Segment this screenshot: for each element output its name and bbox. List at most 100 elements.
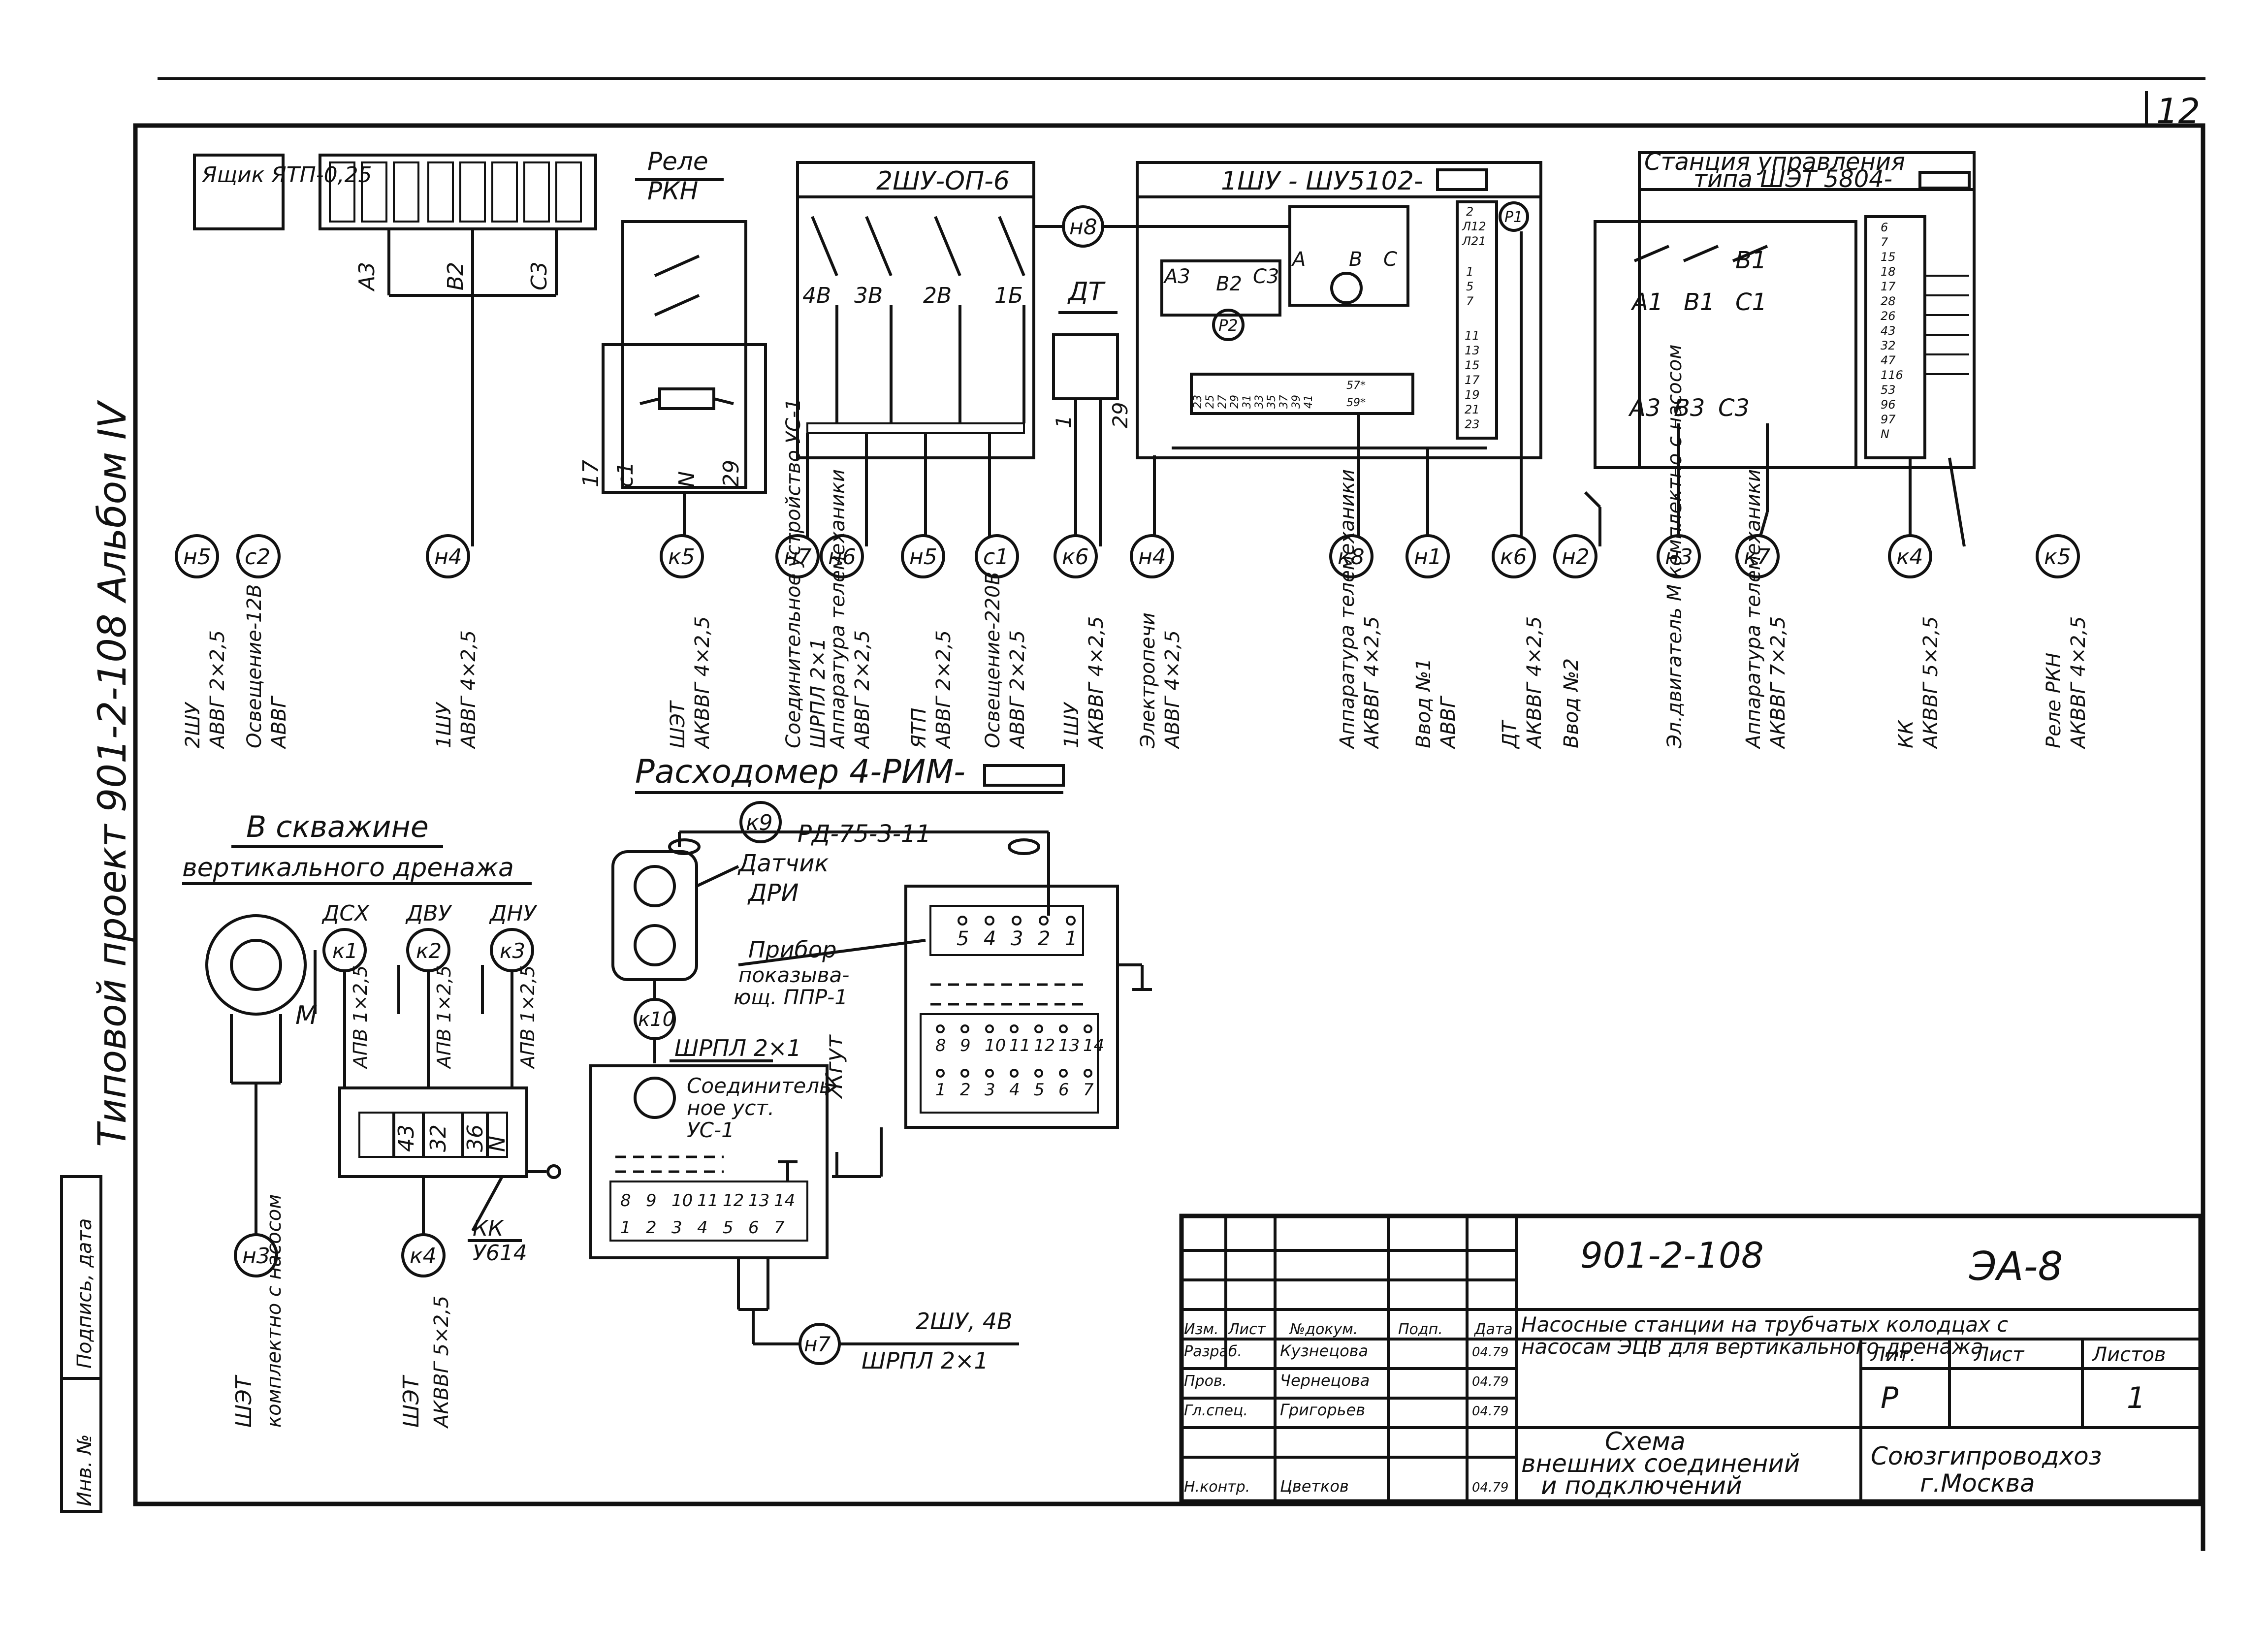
shu1-t-3: 1 — [1466, 265, 1473, 279]
device-row1-terminal: 10 — [985, 1036, 1006, 1055]
cable-tag: к6 — [1062, 544, 1089, 570]
tb-drawing-2: внешних соединений — [1521, 1449, 1800, 1478]
cable-line1: КК — [1895, 720, 1917, 748]
tb-date: 04.79 — [1472, 1404, 1508, 1419]
tag-n8: н8 — [1062, 205, 1290, 248]
connector-label-2: ное уст. — [687, 1096, 774, 1120]
sensor-label-2: ДРИ — [747, 879, 799, 907]
n7-line2: ШРПЛ 2×1 — [862, 1347, 989, 1374]
sensor-label-1: Датчик — [737, 850, 829, 877]
sensor-cable: АПВ 1×2,5 — [350, 965, 371, 1070]
box-station: Станция управления типа ШЭТ 5804- А1 В1 … — [1584, 148, 1976, 547]
device-terminal: 2 — [1038, 927, 1050, 950]
tb-col-0: Изм. — [1184, 1321, 1219, 1338]
tb-name: Чернецова — [1280, 1371, 1370, 1390]
sensor-cable: АПВ 1×2,5 — [433, 965, 455, 1070]
cable-tag: с1 — [983, 544, 1009, 570]
connector-row1-terminal: 14 — [774, 1191, 795, 1211]
station-c1: С1 — [1735, 288, 1767, 316]
side-title: Типовой проект 901-2-108 Альбом IV — [91, 400, 135, 1147]
shu1-label-p1: Р1 — [1504, 209, 1523, 226]
yashchik-phase-a3: А3 — [354, 262, 380, 292]
cable-line2: комплектно с насосом — [263, 1194, 286, 1428]
cable-tag: к4 — [1896, 544, 1923, 570]
shu1-title: 1ШУ - ШУ5102- — [1221, 166, 1423, 196]
station-terminal: 43 — [1881, 324, 1896, 338]
cable-line2: АКВВГ 4×2,5 — [691, 616, 714, 750]
cable-line2: АКВВГ 4×2,5 — [2067, 616, 2090, 750]
tb-stage: Р — [1881, 1381, 1899, 1415]
shu1-t-7: 13 — [1465, 344, 1480, 357]
station-a1: А1 — [1630, 288, 1663, 316]
box-2shu: 2ШУ-ОП-6 4В 3В 2В 1Б — [796, 161, 1063, 546]
rele-terminal-29: 29 — [719, 460, 744, 487]
shu1-t-1: Л12 — [1462, 220, 1486, 233]
cable-line1: Ввод №2 — [1560, 658, 1583, 748]
tb-date: 04.79 — [1472, 1480, 1508, 1495]
cable-line2: АВВГ — [268, 696, 290, 750]
tb-role: Разраб. — [1184, 1343, 1242, 1360]
shu1-bottom-7: 37 — [1278, 395, 1290, 409]
station-terminal: 17 — [1881, 280, 1896, 293]
connector-label-3: УС-1 — [687, 1118, 735, 1142]
side-stamp: Инв. № Подпись, дата — [60, 1175, 102, 1513]
device-row2-terminal: 4 — [1009, 1080, 1020, 1100]
device-terminal: 3 — [1011, 927, 1023, 950]
device-row2-terminal: 5 — [1034, 1080, 1045, 1100]
kk-label-2: У614 — [473, 1241, 527, 1266]
tb-date: 04.79 — [1472, 1345, 1508, 1360]
sensor-name: ДНУ — [489, 901, 538, 926]
cable-line1: 1ШУ — [1060, 702, 1083, 748]
cable-tag: н2 — [1562, 544, 1590, 570]
sensor-cable: АПВ 1×2,5 — [517, 965, 539, 1070]
connector-row2-terminal: 4 — [697, 1218, 708, 1238]
rele-terminal-c1: с1 — [613, 462, 638, 487]
device-row1-terminal: 9 — [960, 1036, 971, 1055]
cable-line1: Электропечи — [1137, 612, 1159, 749]
well-term-n: N — [485, 1136, 510, 1152]
shu1-label-a: А — [1291, 248, 1306, 271]
n7-line1: 2ШУ, 4В — [916, 1308, 1013, 1335]
station-terminal: 32 — [1881, 339, 1896, 352]
shu1-t-12: 23 — [1465, 417, 1480, 431]
shu1-bottom-3: 29 — [1229, 395, 1241, 409]
cable-tag: к4 — [410, 1244, 437, 1269]
yashchik-phase-b2: В2 — [443, 262, 468, 290]
cable-tag: н5 — [183, 544, 211, 570]
connector-row1-terminal: 8 — [620, 1191, 631, 1211]
cable-line1: ЯТП — [908, 708, 930, 749]
shu1-bottom-10: 57* — [1346, 380, 1366, 392]
device-label-3: ющ. ППР-1 — [734, 985, 848, 1009]
connector-row2-terminal: 3 — [671, 1218, 682, 1238]
tb-drawing-3: и подключений — [1541, 1471, 1742, 1500]
shu1-bottom-0: 23 — [1192, 395, 1204, 409]
connector-row2-terminal: 2 — [646, 1218, 657, 1238]
cable-line2: АВВГ 2×2,5 — [1006, 630, 1029, 750]
cable-line1: Аппаратура телемеханики — [1742, 469, 1765, 750]
connector-row1-terminal: 12 — [723, 1191, 744, 1211]
shu1-label-a3: А3 — [1163, 265, 1190, 288]
shu2-breaker-2b: 2В — [923, 283, 952, 308]
cable-tag: н6 — [828, 544, 856, 570]
cable-tag: н7 — [784, 544, 812, 570]
cable-line2: АВВГ 2×2,5 — [206, 630, 229, 750]
station-terminal: 97 — [1881, 413, 1896, 426]
device-row1-terminal: 12 — [1034, 1036, 1055, 1055]
cable-line2: АКВВГ 5×2,5 — [1919, 616, 1942, 750]
rele-label-1: Реле — [647, 147, 708, 176]
cable-tag: н3 — [1665, 544, 1693, 570]
harness-label: Жгут — [821, 1034, 847, 1099]
tb-org-2: г.Москва — [1920, 1469, 2035, 1498]
cable-line2: АВВГ 2×2,5 — [932, 630, 955, 750]
tb-name: Григорьев — [1280, 1401, 1365, 1419]
cable-line2: АКВВГ 4×2,5 — [1085, 616, 1108, 750]
sensor-name: ДВУ — [405, 901, 453, 926]
well-term-32: 32 — [426, 1124, 451, 1152]
